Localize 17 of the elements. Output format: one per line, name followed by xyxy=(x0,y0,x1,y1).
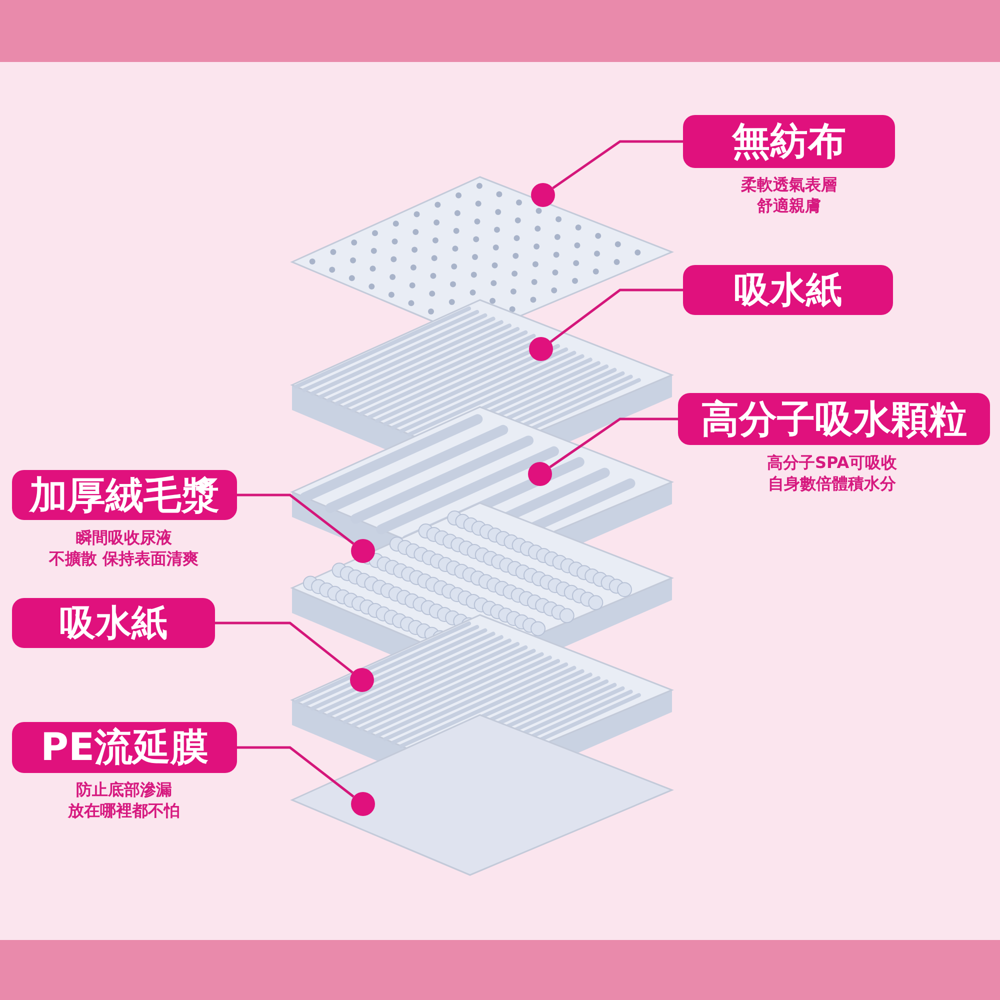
label-box: 無紡布 xyxy=(683,115,895,168)
caption-text: 瞬間吸收尿液不擴散 保持表面清爽 xyxy=(49,527,199,569)
label-box: 吸水紙 xyxy=(12,598,215,648)
caption-text: 高分子SPA可吸收自身數倍體積水分 xyxy=(767,452,898,494)
caption-text: 防止底部滲漏放在哪裡都不怕 xyxy=(68,779,180,821)
leader-line xyxy=(215,622,354,674)
leader-line xyxy=(237,746,354,798)
leader-line xyxy=(550,288,683,343)
label-box: 高分子吸水顆粒 xyxy=(678,393,990,445)
leader-line xyxy=(549,418,678,468)
label-box: PE流延膜 xyxy=(12,722,237,773)
leader-line xyxy=(552,140,683,190)
leader-line xyxy=(237,494,354,545)
caption-text: 柔軟透氣表層舒適親膚 xyxy=(741,174,837,216)
marker-dot xyxy=(531,183,555,207)
label-box: 吸水紙 xyxy=(683,265,893,315)
label-box: 加厚絨毛漿 xyxy=(12,470,237,520)
